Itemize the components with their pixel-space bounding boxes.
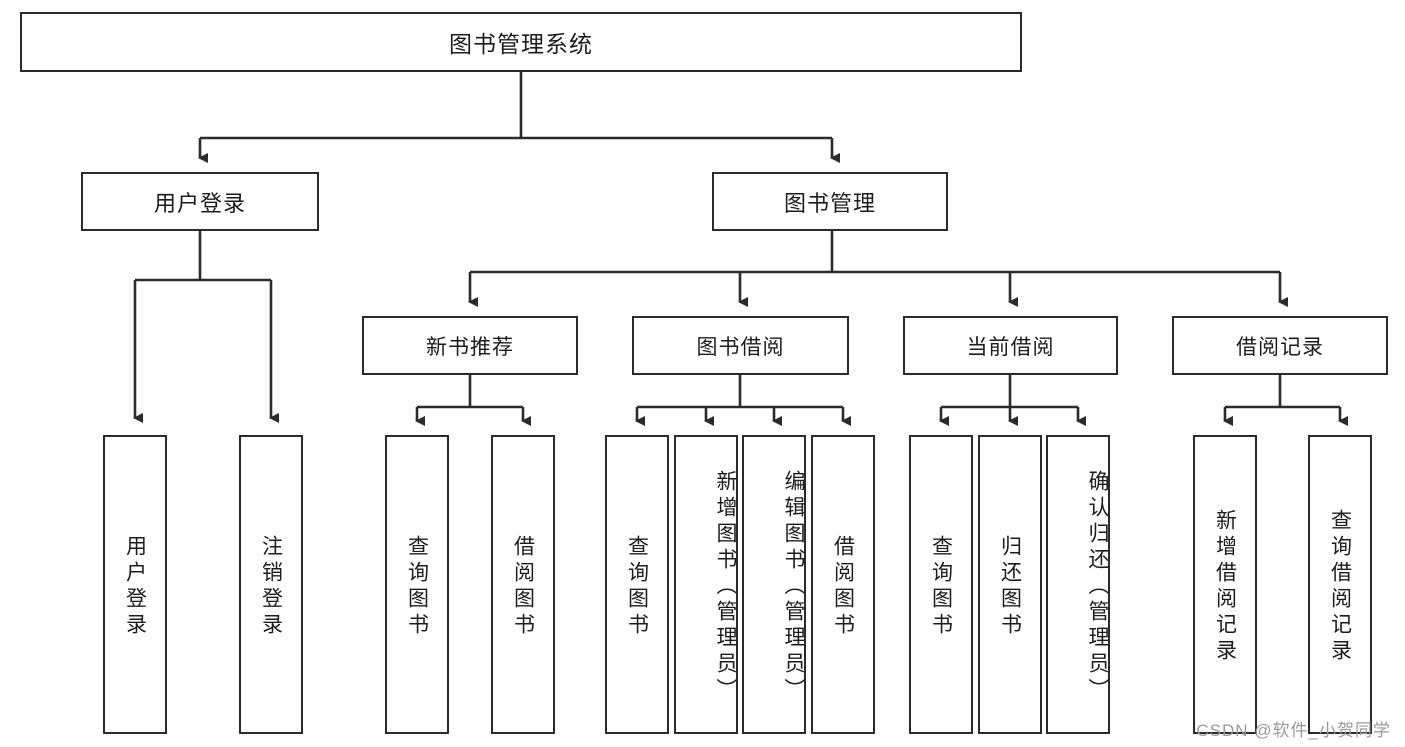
node-current-borrow-label: 当前借阅 — [966, 335, 1055, 359]
leaf-edit-book[interactable]: 编辑图书（管理员） — [742, 435, 806, 734]
node-book-borrow-label: 图书借阅 — [696, 335, 785, 359]
leaf-add-book-label: 新增图书（管理员） — [714, 469, 737, 704]
leaf-return-book[interactable]: 归还图书 — [978, 435, 1042, 734]
leaf-query-book-1[interactable]: 查询图书 — [385, 435, 449, 734]
node-borrow-record-label: 借阅记录 — [1236, 335, 1324, 359]
node-current-borrow[interactable]: 当前借阅 — [903, 316, 1118, 375]
leaf-query-book-2[interactable]: 查询图书 — [605, 435, 669, 734]
leaf-borrow-book-1[interactable]: 借阅图书 — [491, 435, 555, 734]
leaf-logout-label: 注销登录 — [259, 534, 283, 639]
node-book-management-label: 图书管理 — [783, 190, 876, 216]
node-borrow-record[interactable]: 借阅记录 — [1172, 316, 1388, 375]
leaf-borrow-book-1-label: 借阅图书 — [511, 534, 535, 639]
leaf-query-book-3[interactable]: 查询图书 — [909, 435, 973, 734]
leaf-add-record-label: 新增借阅记录 — [1213, 508, 1237, 665]
node-book-management[interactable]: 图书管理 — [712, 172, 948, 231]
leaf-query-book-2-label: 查询图书 — [625, 534, 649, 639]
leaf-return-book-label: 归还图书 — [998, 534, 1022, 639]
leaf-query-record-label: 查询借阅记录 — [1328, 508, 1352, 665]
leaf-logout[interactable]: 注销登录 — [239, 435, 303, 734]
leaf-query-record[interactable]: 查询借阅记录 — [1308, 435, 1372, 734]
leaf-add-book[interactable]: 新增图书（管理员） — [674, 435, 738, 734]
leaf-add-record[interactable]: 新增借阅记录 — [1193, 435, 1257, 734]
leaf-edit-book-label: 编辑图书（管理员） — [782, 469, 805, 704]
leaf-confirm-return-label: 确认归还（管理员） — [1086, 469, 1109, 704]
leaf-user-login[interactable]: 用户登录 — [103, 435, 167, 734]
leaf-query-book-1-label: 查询图书 — [405, 534, 429, 639]
node-root-label: 图书管理系统 — [449, 31, 593, 57]
node-book-borrow[interactable]: 图书借阅 — [632, 316, 849, 375]
leaf-user-login-label: 用户登录 — [123, 534, 147, 639]
node-user-login[interactable]: 用户登录 — [81, 172, 319, 231]
node-new-book-recommend-label: 新书推荐 — [426, 335, 514, 359]
watermark: CSDN @软件_小贺同学 — [1196, 721, 1391, 740]
node-new-book-recommend[interactable]: 新书推荐 — [362, 316, 578, 375]
node-root[interactable]: 图书管理系统 — [20, 12, 1022, 72]
leaf-borrow-book-2[interactable]: 借阅图书 — [811, 435, 875, 734]
leaf-borrow-book-2-label: 借阅图书 — [831, 534, 855, 639]
leaf-confirm-return[interactable]: 确认归还（管理员） — [1046, 435, 1110, 734]
leaf-query-book-3-label: 查询图书 — [929, 534, 953, 639]
node-user-login-label: 用户登录 — [153, 190, 246, 216]
